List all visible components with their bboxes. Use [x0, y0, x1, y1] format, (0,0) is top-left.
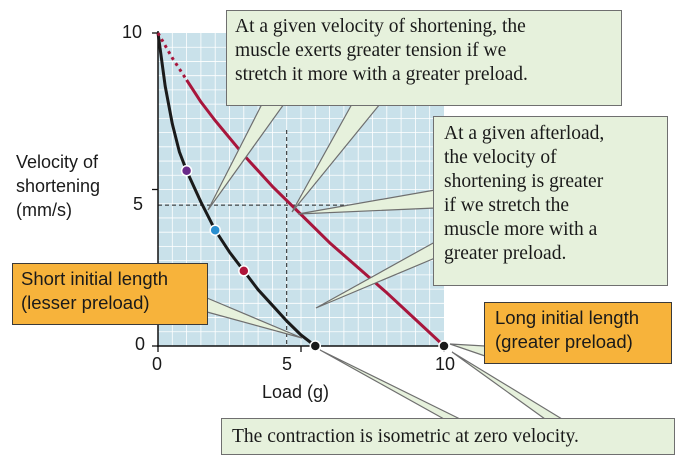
callout-pointers — [206, 103, 565, 420]
data-marker-0 — [180, 164, 193, 177]
label-short-initial-length: Short initial length (lesser preload) — [12, 263, 208, 325]
y-axis-label-line-2: shortening — [16, 176, 101, 196]
annotation-right: At a given afterload, the velocity of sh… — [433, 116, 668, 286]
data-marker-4 — [438, 340, 450, 352]
curve-long-initial-length — [185, 79, 446, 348]
x-tick-label-0: 0 — [152, 354, 163, 374]
y-tick-label-0: 0 — [135, 334, 146, 354]
data-marker-3 — [309, 340, 322, 352]
long-length-line-2: (greater preload) — [495, 331, 633, 352]
markers — [180, 164, 450, 352]
annotation-bottom: The contraction is isometric at zero vel… — [221, 418, 675, 455]
y-axis-label-line-1: Velocity of — [16, 152, 99, 172]
long-length-line-1: Long initial length — [495, 307, 639, 328]
y-axis-label-line-3: (mm/s) — [16, 200, 72, 220]
short-length-line-1: Short initial length — [21, 268, 169, 289]
annotation-bottom-text: The contraction is isometric at zero vel… — [232, 426, 579, 447]
annotation-top: At a given velocity of shortening, the m… — [226, 10, 622, 106]
x-tick-label-10: 10 — [435, 354, 456, 374]
annotation-right-line-1: At a given afterload, — [444, 123, 605, 144]
annotation-top-line-1: At a given velocity of shortening, the — [235, 16, 526, 37]
x-axis-label: Load (g) — [262, 382, 330, 402]
y-tick-label-5: 5 — [133, 194, 144, 214]
annotation-right-line-2: the velocity of — [444, 147, 557, 168]
curve-long-initial-length-dotted — [156, 32, 188, 81]
annotation-right-line-5: muscle more with a — [444, 219, 598, 240]
annotation-right-line-4: if we stretch the — [444, 195, 570, 216]
x-tick-label-5: 5 — [282, 354, 293, 374]
data-marker-2 — [238, 265, 250, 277]
annotation-right-line-6: greater preload. — [444, 243, 567, 264]
label-long-initial-length: Long initial length (greater preload) — [484, 302, 672, 364]
short-length-line-2: (lesser preload) — [21, 292, 150, 313]
annotation-top-line-3: stretch it more with a greater preload. — [235, 64, 528, 85]
curves — [156, 32, 446, 348]
y-tick-label-10: 10 — [122, 22, 143, 42]
curve-short-initial-length — [156, 32, 317, 348]
data-marker-1 — [209, 224, 221, 236]
annotation-top-line-2: muscle exerts greater tension if we — [235, 40, 507, 61]
annotation-right-line-3: shortening is greater — [444, 171, 604, 192]
